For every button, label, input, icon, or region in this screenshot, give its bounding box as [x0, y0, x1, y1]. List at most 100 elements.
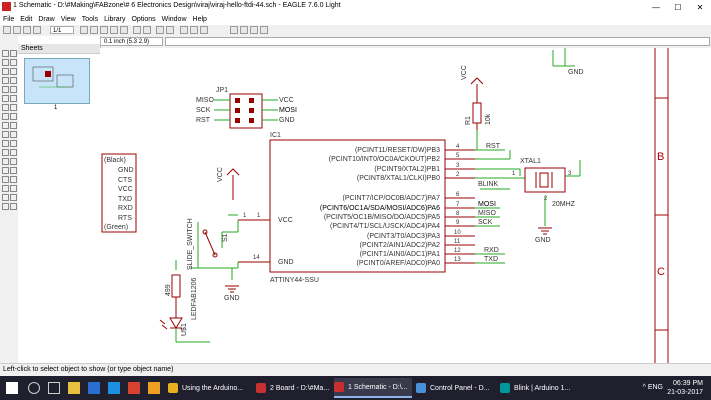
menu-file[interactable]: File	[3, 16, 15, 23]
invoke-icon[interactable]	[10, 140, 17, 147]
value-icon[interactable]	[10, 122, 17, 129]
ic1-pin-13-num: 13	[454, 257, 461, 263]
menu-help[interactable]: Help	[192, 16, 207, 23]
move-icon[interactable]	[2, 68, 9, 75]
ic1-pin-pa6: (PCINT6/OC1A/SDA/MOSI/ADC6)PA6	[320, 205, 440, 212]
dropdown-icon[interactable]	[260, 26, 268, 34]
zoom-fit-icon[interactable]	[80, 26, 88, 34]
ic1-pin-pb1: (PCINT9/XTAL2)PB1	[374, 166, 440, 173]
smash-icon[interactable]	[2, 131, 9, 138]
task-control-panel[interactable]: Control Panel - D...	[416, 378, 496, 398]
close-button[interactable]: ✕	[696, 2, 704, 12]
sheet-thumbnail[interactable]	[24, 58, 90, 104]
mark-icon[interactable]	[10, 59, 17, 66]
status-message: Left-click to select object to show (or …	[3, 366, 174, 373]
rect-icon[interactable]	[2, 167, 9, 174]
menu-window[interactable]: Window	[161, 16, 187, 23]
wire-icon[interactable]	[2, 149, 9, 156]
task-chrome[interactable]: Using the Arduino...	[168, 378, 254, 398]
command-input[interactable]	[165, 37, 710, 46]
zoom-out-icon[interactable]	[100, 26, 108, 34]
name-icon[interactable]	[2, 122, 9, 129]
menu-options[interactable]: Options	[131, 16, 156, 23]
ic1-pin-gnd: GND	[278, 259, 294, 266]
help-icon[interactable]	[190, 26, 198, 34]
file-explorer-icon[interactable]	[68, 382, 80, 394]
show-icon[interactable]	[10, 50, 17, 57]
print2-icon[interactable]	[230, 26, 238, 34]
menu-edit[interactable]: Edit	[20, 16, 33, 23]
task-board[interactable]: 2 Board - D:\#Ma...	[256, 378, 332, 398]
menu-tools[interactable]: Tools	[81, 16, 99, 23]
display-icon[interactable]	[2, 59, 9, 66]
task-arduino[interactable]: Blink | Arduino 1...	[500, 378, 580, 398]
save-icon[interactable]	[13, 26, 21, 34]
menu-view[interactable]: View	[60, 16, 76, 23]
gateswap-icon[interactable]	[10, 113, 17, 120]
miter-icon[interactable]	[2, 140, 9, 147]
minimize-button[interactable]: —	[652, 2, 660, 12]
store-icon[interactable]	[88, 382, 100, 394]
menu-library[interactable]: Library	[104, 16, 126, 23]
print-icon[interactable]	[23, 26, 31, 34]
mirror-icon[interactable]	[2, 77, 9, 84]
media-icon[interactable]	[128, 382, 140, 394]
add-icon[interactable]	[2, 104, 9, 111]
clock-date: 21-03-2017	[667, 389, 703, 396]
net-icon[interactable]	[10, 176, 17, 183]
errors-icon[interactable]	[10, 203, 17, 210]
board2-icon[interactable]	[250, 26, 258, 34]
xtal-value: 20MHZ	[552, 201, 576, 208]
group-icon[interactable]	[2, 86, 9, 93]
rotate-icon[interactable]	[10, 77, 17, 84]
label-icon[interactable]	[10, 185, 17, 192]
erc-icon[interactable]	[2, 203, 9, 210]
system-tray[interactable]: ^ ENG	[642, 384, 663, 391]
clock[interactable]: 06:39 PM 21-03-2017	[667, 379, 703, 397]
task-view-icon[interactable]	[48, 382, 60, 394]
delete-icon[interactable]	[10, 95, 17, 102]
eagle-app-icon	[2, 2, 11, 11]
maximize-button[interactable]: ☐	[674, 2, 682, 12]
go-icon[interactable]	[166, 26, 174, 34]
circle-icon[interactable]	[2, 158, 9, 165]
split-icon[interactable]	[10, 131, 17, 138]
arc-icon[interactable]	[10, 158, 17, 165]
text-icon[interactable]	[10, 149, 17, 156]
jp1-ref: JP1	[216, 87, 228, 94]
replace-icon[interactable]	[2, 113, 9, 120]
menu-draw[interactable]: Draw	[38, 16, 55, 23]
bus-icon[interactable]	[2, 176, 9, 183]
junction-icon[interactable]	[2, 185, 9, 192]
search-icon[interactable]	[28, 382, 40, 394]
cam-icon[interactable]	[33, 26, 41, 34]
jp1-pin-miso: MISO	[196, 97, 214, 104]
change-icon[interactable]	[10, 86, 17, 93]
settings-icon[interactable]	[200, 26, 208, 34]
pinswap-icon[interactable]	[10, 104, 17, 111]
zoom-select-icon[interactable]	[120, 26, 128, 34]
schematic-drawing[interactable]: B C GND JP1 MISO SCK RST VCC MOSI GND IC…	[100, 48, 711, 363]
attribute-icon[interactable]	[2, 194, 9, 201]
redraw-icon[interactable]	[110, 26, 118, 34]
firefox-icon[interactable]	[148, 382, 160, 394]
cam2-icon[interactable]	[240, 26, 248, 34]
stop-icon[interactable]	[156, 26, 164, 34]
info-icon[interactable]	[2, 50, 9, 57]
copy-icon[interactable]	[10, 68, 17, 75]
schematic-canvas[interactable]: B C GND JP1 MISO SCK RST VCC MOSI GND IC…	[100, 48, 711, 363]
sheet-select[interactable]: 1/1	[50, 26, 74, 34]
board-icon[interactable]	[180, 26, 188, 34]
dimension-icon[interactable]	[10, 194, 17, 201]
paste-icon[interactable]	[2, 95, 9, 102]
open-icon[interactable]	[3, 26, 11, 34]
task-schematic[interactable]: 1 Schematic - D:\...	[334, 378, 412, 398]
ic1-pin-pb3: (PCINT11/RESET/DW)PB3	[355, 147, 440, 154]
sheets-panel: Sheets 1	[18, 36, 101, 363]
windows-start-icon[interactable]	[6, 382, 18, 394]
polygon-icon[interactable]	[10, 167, 17, 174]
redo-icon[interactable]	[143, 26, 151, 34]
edge-icon[interactable]	[108, 382, 120, 394]
zoom-in-icon[interactable]	[90, 26, 98, 34]
undo-icon[interactable]	[133, 26, 141, 34]
